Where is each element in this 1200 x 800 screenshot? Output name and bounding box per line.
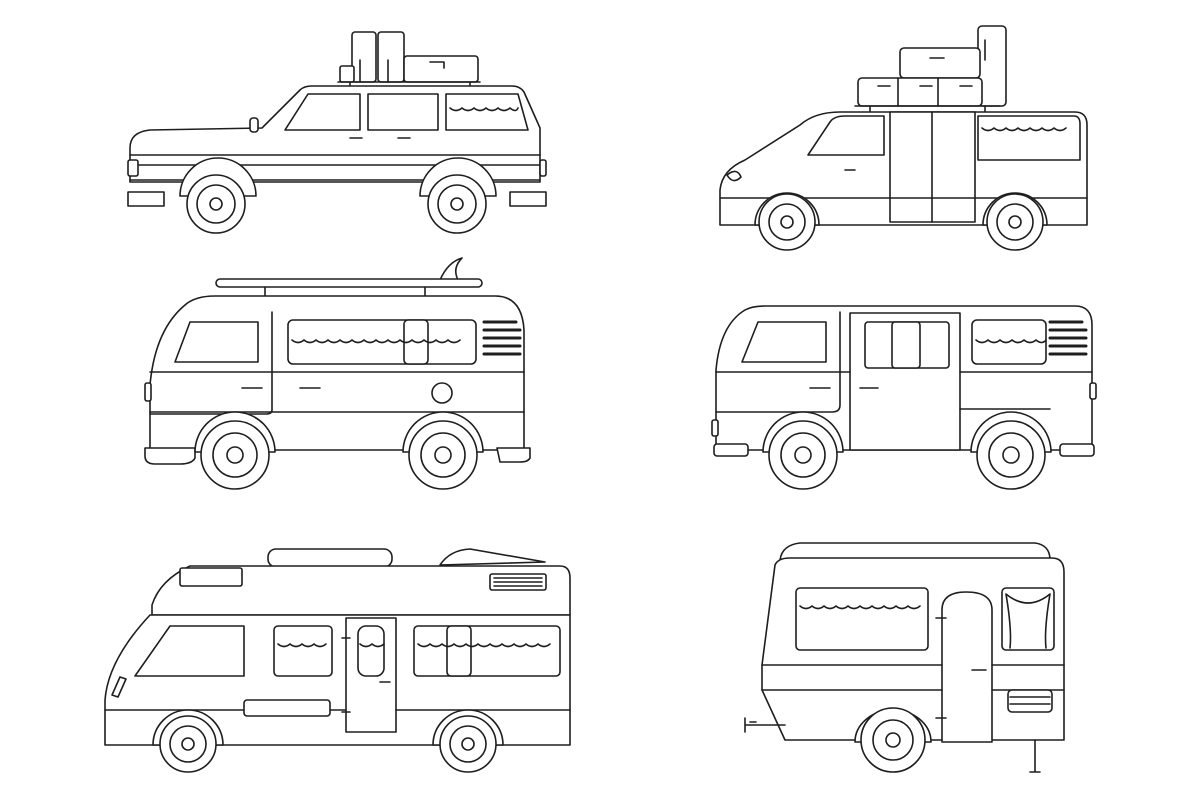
surf-bus-icon <box>144 257 531 490</box>
station-wagon-icon <box>127 31 547 234</box>
camper-van-icon <box>711 305 1097 490</box>
travel-trailer-icon <box>744 542 1065 773</box>
motorhome-icon <box>104 548 571 773</box>
minivan-icon <box>719 25 1088 251</box>
